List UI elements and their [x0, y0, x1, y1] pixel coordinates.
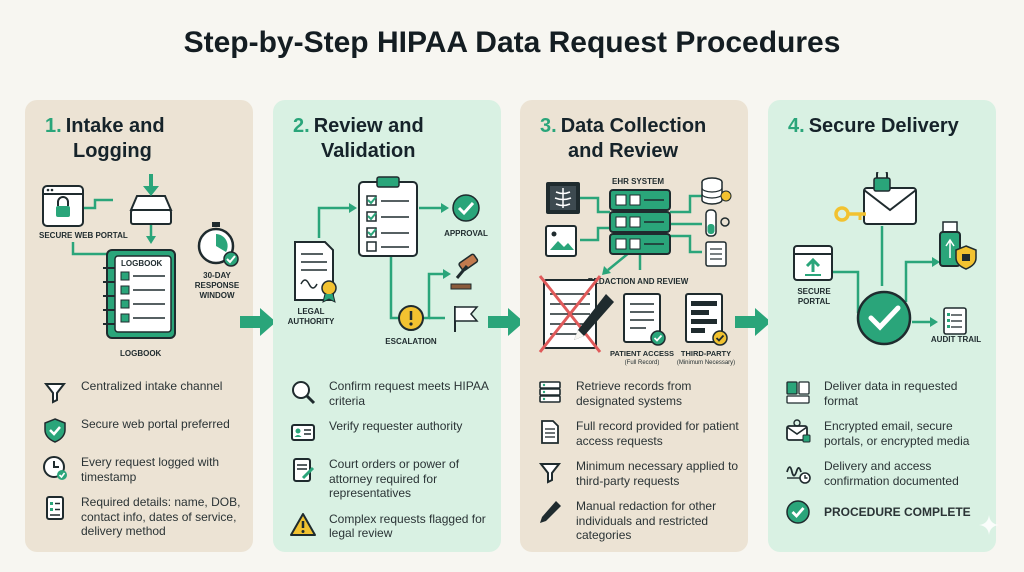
legal-document-icon: [294, 241, 337, 303]
authority-label-2: AUTHORITY: [288, 317, 335, 326]
secure-envelope-icon: [863, 172, 917, 225]
list-item: Minimum necessary applied to third-party…: [536, 458, 742, 488]
step-3-bullets: Retrieve records from designated systems…: [536, 378, 742, 553]
usb-drive-icon: [939, 221, 977, 270]
step-2-panel: 2.Review and Validation: [273, 100, 501, 552]
list-item: Retrieve records from designated systems: [536, 378, 742, 408]
step-arrow-1: [240, 308, 276, 336]
window-label-1: 30-DAY: [203, 271, 231, 280]
list-item: Verify requester authority: [289, 418, 495, 446]
list-item: Full record provided for patient access …: [536, 418, 742, 448]
step-3-illustration: EHR SYSTEM: [538, 177, 735, 366]
redaction-label: REDACTION AND REVIEW: [588, 277, 689, 286]
files-icon: [786, 381, 810, 404]
escalation-warning-icon: [398, 305, 424, 331]
funnel-icon: [43, 383, 67, 404]
list-item: Deliver data in requested format: [784, 378, 990, 408]
step-arrow-2: [488, 308, 524, 336]
list-item: Centralized intake channel: [41, 378, 247, 406]
step-1-bullets: Centralized intake channel Secure web po…: [41, 378, 247, 549]
ehr-label: EHR SYSTEM: [612, 177, 664, 186]
step-2-illustration: LEGAL AUTHORITY APPROVAL ESCALATION: [288, 176, 488, 346]
step-arrow-3: [735, 308, 771, 336]
record-document-icon: [705, 241, 727, 267]
portal-window-icon: [42, 185, 84, 227]
approval-label: APPROVAL: [444, 229, 488, 238]
shield-check-icon: [44, 418, 66, 443]
signed-document-icon: [293, 458, 315, 482]
warning-icon: [290, 512, 316, 536]
form-icon: [46, 496, 64, 520]
logbook-top-label: LOGBOOK: [121, 259, 163, 268]
third-party-sub-label: (Minimum Necessary): [677, 360, 735, 366]
stopwatch-icon: [197, 222, 239, 267]
secure-portal-window-icon: [793, 245, 833, 281]
procedure-complete-label: PROCEDURE COMPLETE: [824, 505, 971, 519]
patient-access-sub-label: (Full Record): [625, 360, 660, 366]
logbook-bottom-label: LOGBOOK: [120, 349, 162, 358]
xray-image-icon: [546, 182, 580, 214]
key-icon: [834, 206, 866, 222]
logbook-icon: [103, 249, 176, 339]
database-icon: [701, 177, 732, 205]
test-tube-icon: [705, 209, 730, 237]
audit-trail-label: AUDIT TRAIL: [931, 335, 981, 344]
list-item: Court orders or power of attorney requir…: [289, 456, 495, 501]
encrypted-mail-icon: [786, 419, 811, 443]
clipboard-checklist-icon: [358, 176, 418, 257]
document-icon: [541, 420, 559, 444]
ehr-server-icon: [609, 189, 671, 255]
step-4-bullets: Deliver data in requested format Encrypt…: [784, 378, 990, 536]
gavel-icon: [450, 253, 479, 290]
step-2-bullets: Confirm request meets HIPAA criteria Ver…: [289, 378, 495, 551]
escalation-label: ESCALATION: [385, 337, 437, 346]
list-item: PROCEDURE COMPLETE: [784, 498, 990, 526]
step-2-title: 2.Review and Validation: [293, 115, 424, 162]
patient-access-document-icon: [623, 293, 666, 346]
patient-access-label: PATIENT ACCESS: [610, 349, 674, 358]
secure-portal-label-1: SECURE: [797, 287, 831, 296]
delivery-complete-check-icon: [856, 290, 912, 346]
server-icon: [539, 381, 561, 403]
audit-trail-document-icon: [943, 307, 967, 335]
pen-icon: [540, 501, 561, 523]
step-4-title: 4.Secure Delivery: [788, 115, 959, 137]
step-3-panel: 3.Data Collection and Review EHR SYSTEM: [520, 100, 748, 552]
flag-icon: [454, 306, 479, 332]
window-label-2: RESPONSE: [195, 281, 240, 290]
step-4-panel: 4.Secure Delivery: [768, 100, 996, 552]
funnel-icon: [538, 463, 562, 484]
list-item: Encrypted email, secure portals, or encr…: [784, 418, 990, 448]
step-4-illustration: SECURE PORTAL AUDIT TRAIL: [793, 172, 981, 346]
magnifier-icon: [292, 381, 316, 405]
secure-portal-label-2: PORTAL: [798, 297, 830, 306]
step-1-title: 1.Intake and Logging: [45, 115, 165, 162]
clock-check-icon: [43, 456, 67, 480]
third-party-label: THIRD-PARTY: [681, 349, 731, 358]
third-party-redacted-document-icon: [685, 293, 728, 346]
list-item: Delivery and access confirmation documen…: [784, 458, 990, 488]
window-label-3: WINDOW: [199, 291, 235, 300]
inbox-tray-icon: [129, 174, 173, 225]
authority-label-1: LEGAL: [297, 307, 324, 316]
portal-label: SECURE WEB PORTAL: [39, 231, 128, 240]
step-1-panel: 1.Intake and Logging SECURE WEB PORTAL: [25, 100, 253, 552]
list-item: Required details: name, DOB, contact inf…: [41, 494, 247, 539]
step-3-title: 3.Data Collection and Review: [540, 115, 707, 162]
id-card-icon: [291, 424, 315, 441]
list-item: Confirm request meets HIPAA criteria: [289, 378, 495, 408]
approval-check-icon: [452, 194, 480, 222]
sparkle-icon: [979, 515, 999, 535]
list-item: Complex requests flagged for legal revie…: [289, 511, 495, 541]
list-item: Secure web portal preferred: [41, 416, 247, 444]
check-circle-icon: [786, 500, 810, 524]
step-1-illustration: SECURE WEB PORTAL LOGBOOK LOGBOOK: [39, 174, 240, 358]
list-item: Manual redaction for other individuals a…: [536, 498, 742, 543]
pen-icon: [574, 294, 614, 340]
page-title: Step-by-Step HIPAA Data Request Procedur…: [183, 26, 841, 59]
signature-icon: [786, 466, 811, 484]
list-item: Every request logged with timestamp: [41, 454, 247, 484]
image-document-icon: [545, 225, 577, 257]
